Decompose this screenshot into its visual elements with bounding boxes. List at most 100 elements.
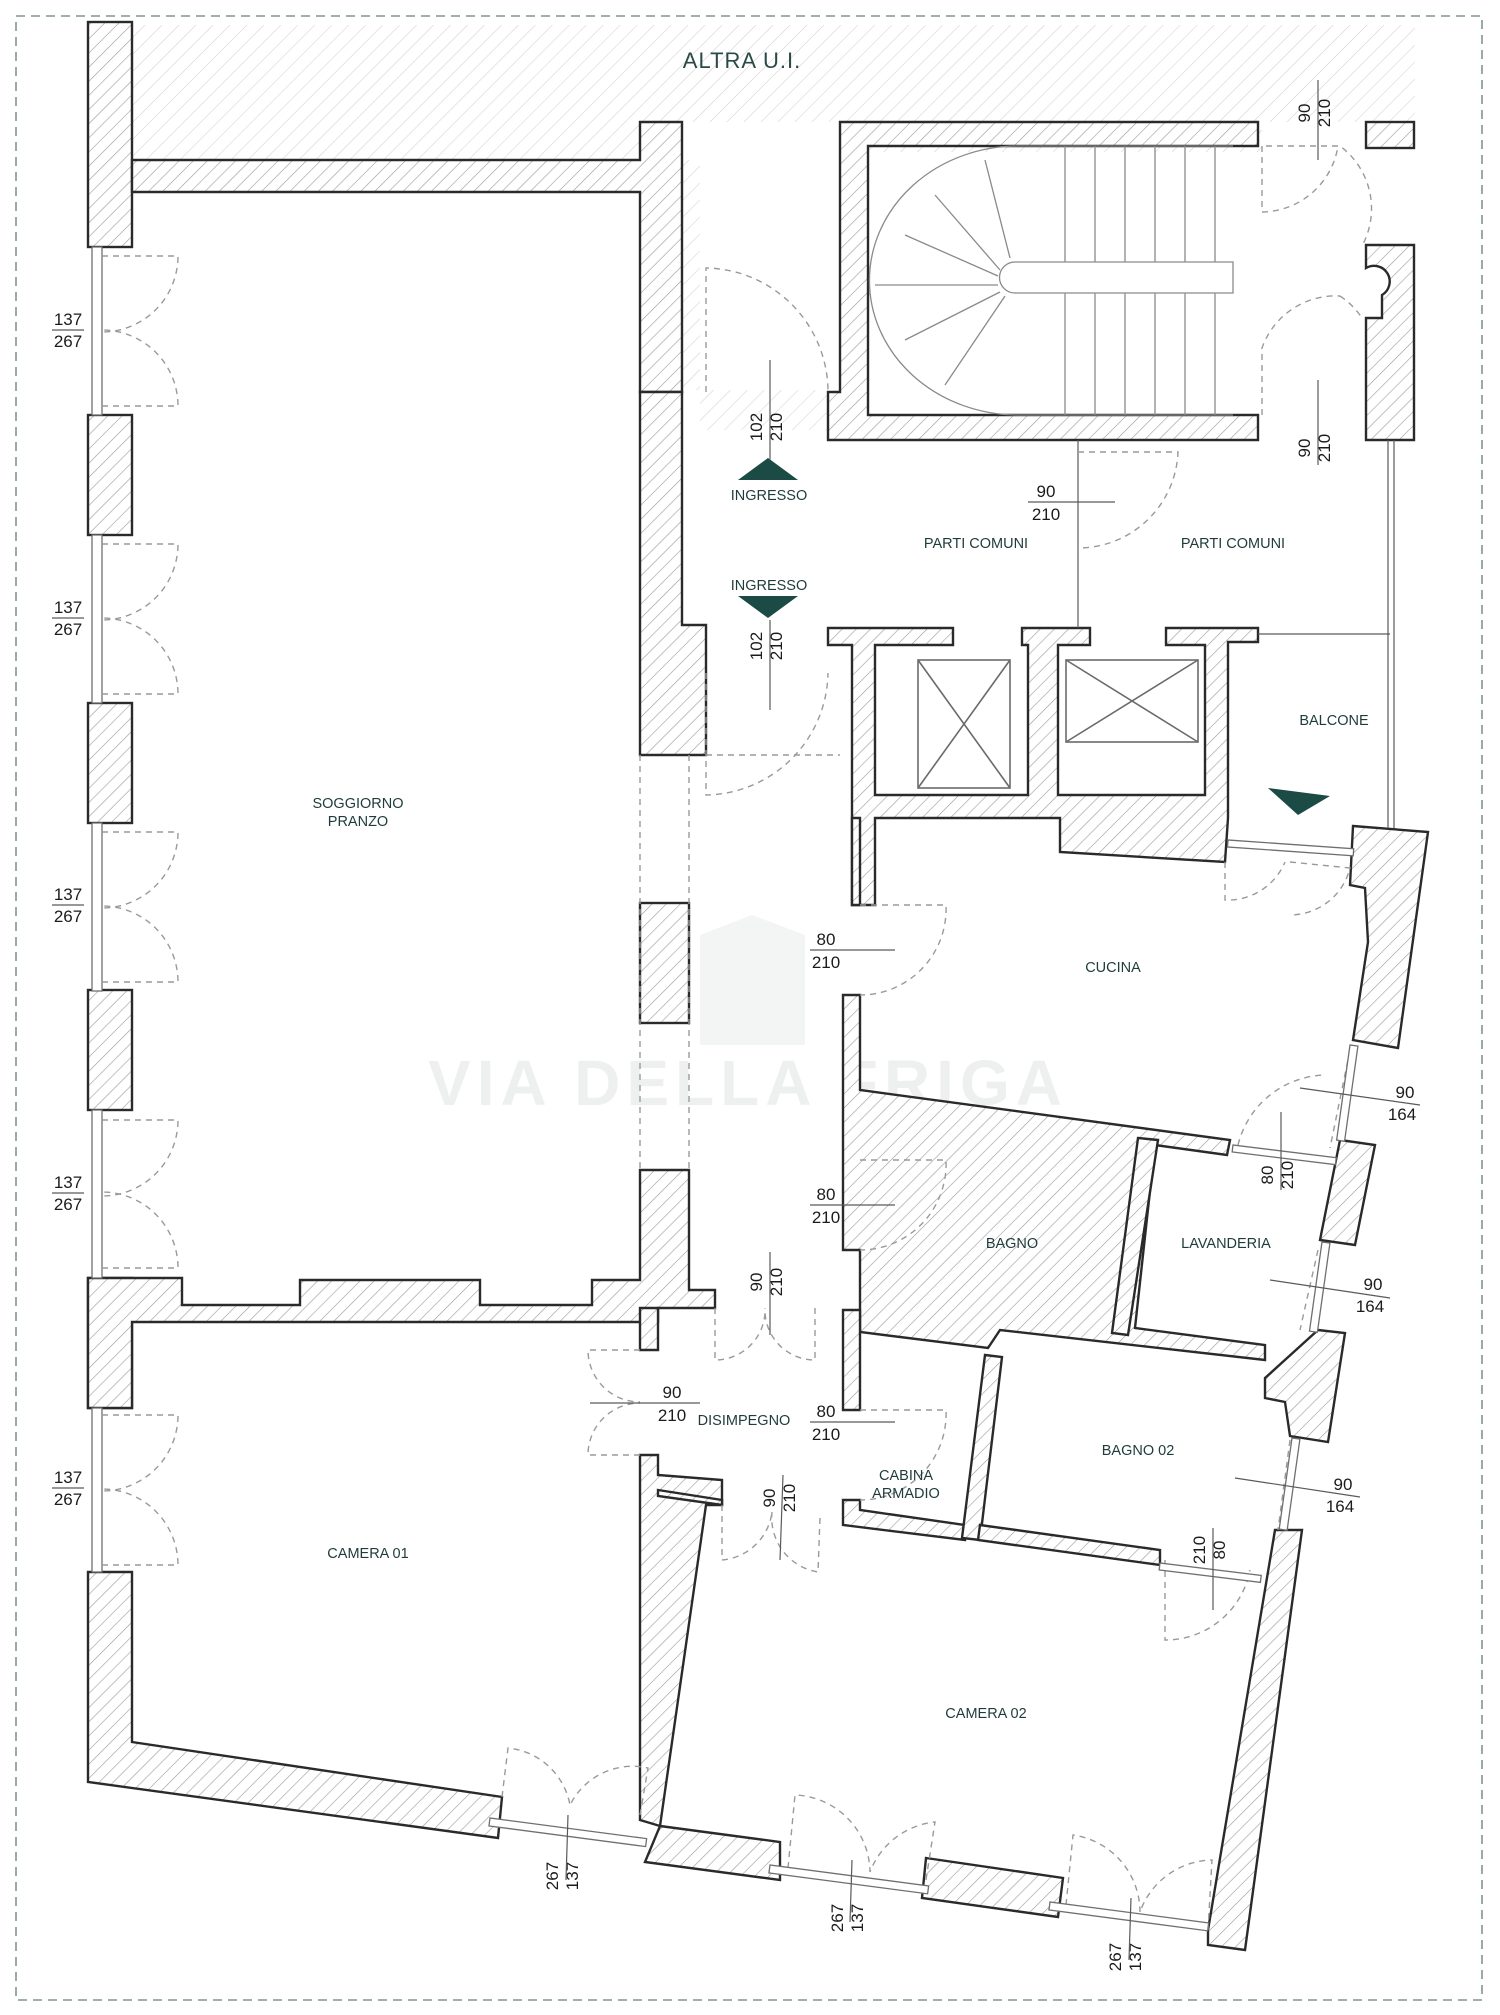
room-lavanderia: LAVANDERIA (1181, 1236, 1271, 1252)
room-parti-comuni-1: PARTI COMUNI (924, 536, 1028, 552)
svg-text:210: 210 (767, 1268, 786, 1296)
svg-text:102: 102 (747, 632, 766, 660)
svg-text:137: 137 (563, 1862, 582, 1890)
svg-text:90: 90 (1334, 1475, 1353, 1494)
wall-stair-right (1364, 243, 1416, 442)
room-bagno02: BAGNO 02 (1102, 1443, 1175, 1459)
wall-right-upper (1348, 824, 1430, 1050)
svg-text:80: 80 (817, 1185, 836, 1204)
svg-text:90: 90 (1295, 439, 1314, 458)
dimension-labels: 137 267 137 267 137 267 137 267 137 267 … (52, 80, 1421, 1971)
wall-disimpegno-left (638, 1306, 660, 1352)
wall-camera01 (86, 1570, 504, 1840)
wall-pier-1 (86, 413, 134, 537)
svg-text:80: 80 (1258, 1166, 1277, 1185)
svg-text:210: 210 (1315, 434, 1334, 462)
room-armadio: ARMADIO (872, 1486, 940, 1502)
svg-text:137: 137 (54, 598, 82, 617)
svg-text:102: 102 (747, 413, 766, 441)
svg-text:137: 137 (54, 1468, 82, 1487)
svg-text:164: 164 (1388, 1105, 1416, 1124)
svg-text:267: 267 (54, 1490, 82, 1509)
room-camera02: CAMERA 02 (945, 1706, 1026, 1722)
wall-pier-3 (86, 988, 134, 1112)
windows-left (91, 246, 103, 1573)
svg-text:137: 137 (848, 1904, 867, 1932)
wall-bagno-lav-divider (1110, 1136, 1160, 1337)
svg-text:164: 164 (1326, 1497, 1354, 1516)
wall-stair-right-top (1364, 120, 1416, 150)
svg-text:210: 210 (1315, 99, 1334, 127)
stairwell-outline (868, 145, 1233, 416)
svg-text:210: 210 (767, 632, 786, 660)
svg-text:210: 210 (767, 413, 786, 441)
room-balcone: BALCONE (1299, 713, 1369, 729)
wall-pier-2 (86, 701, 134, 825)
svg-text:210: 210 (812, 953, 840, 972)
svg-text:210: 210 (1032, 505, 1060, 524)
balcone-arrow-icon (1268, 788, 1330, 815)
wall-cabina (841, 1308, 862, 1412)
window-swings-left (101, 255, 179, 1566)
wall-island (638, 901, 691, 1025)
room-pranzo: PRANZO (328, 814, 388, 830)
watermark-house-icon (700, 915, 805, 1045)
svg-text:90: 90 (747, 1273, 766, 1292)
svg-text:90: 90 (760, 1489, 779, 1508)
wall-camera02-pier (920, 1856, 1065, 1919)
svg-text:210: 210 (1278, 1161, 1297, 1189)
wall-stairwell (826, 120, 1260, 442)
svg-text:90: 90 (1037, 482, 1056, 501)
svg-text:210: 210 (812, 1425, 840, 1444)
lift-shaft-1 (917, 659, 1011, 789)
svg-text:137: 137 (54, 1173, 82, 1192)
wall-right-bagno02 (1263, 1328, 1347, 1444)
wall-kitchen-left (841, 993, 1267, 1362)
svg-text:267: 267 (54, 332, 82, 351)
svg-text:210: 210 (780, 1484, 799, 1512)
lift-shaft-2 (1065, 659, 1199, 743)
room-cucina: CUCINA (1085, 960, 1141, 976)
svg-text:267: 267 (54, 620, 82, 639)
wall-living-top (130, 120, 684, 394)
wall-cabina-right (960, 1353, 1004, 1542)
svg-text:80: 80 (817, 930, 836, 949)
svg-text:267: 267 (54, 1195, 82, 1214)
wall-right-lower (1206, 1528, 1304, 1952)
svg-text:80: 80 (1210, 1541, 1229, 1560)
svg-text:267: 267 (828, 1904, 847, 1932)
svg-text:267: 267 (54, 907, 82, 926)
wall-camera02-top (976, 1523, 1162, 1567)
room-disimpegno: DISIMPEGNO (698, 1413, 791, 1429)
svg-text:137: 137 (54, 885, 82, 904)
entrance-arrow-up-icon (738, 458, 798, 480)
room-camera01: CAMERA 01 (327, 1546, 408, 1562)
room-soggiorno: SOGGIORNO (312, 796, 403, 812)
wall-disimpegno-bottom (638, 1453, 724, 1828)
neighbour-unit-area (132, 25, 1415, 430)
entrance-arrow-down-icon (738, 596, 798, 618)
svg-text:267: 267 (1106, 1943, 1125, 1971)
room-bagno: BAGNO (986, 1236, 1038, 1252)
room-cabina: CABINA (879, 1468, 933, 1484)
wall-right-lavanderia (1318, 1138, 1377, 1247)
svg-text:137: 137 (1126, 1943, 1145, 1971)
wall-camera02-bottom (643, 1824, 782, 1882)
door-swings (501, 145, 1373, 1931)
wall-left-top (86, 20, 134, 249)
room-ingresso-top: INGRESSO (731, 488, 808, 504)
svg-text:90: 90 (1396, 1083, 1415, 1102)
room-ingresso-bottom: INGRESSO (731, 578, 808, 594)
stair-steps (875, 146, 1234, 415)
wall-corridor-left (638, 390, 708, 757)
wall-living-bottom (86, 1168, 717, 1410)
wall-kitchen-left-top (850, 816, 862, 907)
wall-core (826, 626, 1260, 907)
svg-text:90: 90 (663, 1383, 682, 1402)
svg-text:90: 90 (1364, 1275, 1383, 1294)
svg-text:210: 210 (1190, 1536, 1209, 1564)
svg-text:164: 164 (1356, 1297, 1384, 1316)
svg-text:90: 90 (1295, 104, 1314, 123)
wall-cabina-bottom (841, 1498, 967, 1542)
